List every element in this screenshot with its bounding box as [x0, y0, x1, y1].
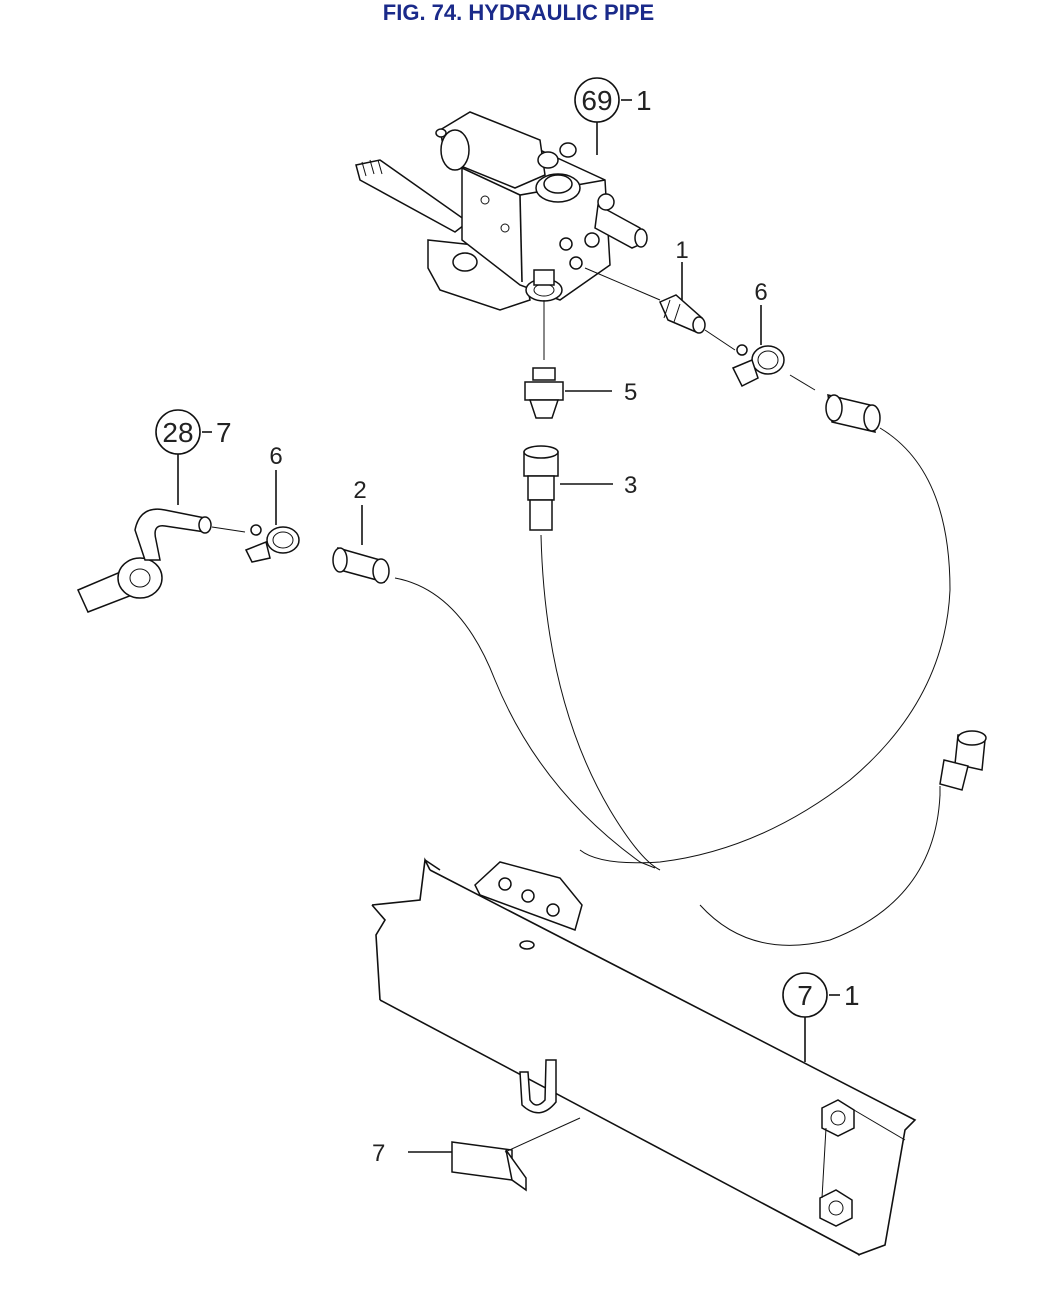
part-2-hose-sleeve: 2: [332, 477, 390, 584]
hose-end-right: [939, 730, 987, 796]
frame-panel: [371, 857, 917, 1256]
label-part-1: 1: [675, 237, 688, 264]
label-part-6-upper: 6: [754, 279, 767, 306]
ref-28-number: 28: [162, 417, 193, 448]
ref-69-suffix: 1: [636, 85, 652, 116]
label-part-3: 3: [624, 472, 637, 499]
figure-title: FIG. 74. HYDRAULIC PIPE: [382, 0, 655, 25]
part-7-clip: 7: [372, 1117, 581, 1192]
part-3-hose-end: 3: [523, 445, 637, 531]
label-part-7: 7: [372, 1140, 385, 1167]
part-1-nipple: 1: [584, 237, 706, 334]
label-part-5: 5: [624, 379, 637, 406]
ref-callout-69: 69 1: [574, 77, 652, 155]
label-part-2: 2: [353, 477, 366, 504]
hose-lines: [394, 427, 951, 946]
ref-7-number: 7: [797, 980, 813, 1011]
ref-69-number: 69: [581, 85, 612, 116]
control-valve: [355, 111, 648, 311]
ref-callout-7: 7 1: [782, 972, 860, 1062]
part-6-hose-clamp-lower: 6: [211, 443, 300, 563]
part-6-hose-clamp-upper: 6: [704, 279, 816, 391]
hose-sleeve-upper-right: [825, 394, 881, 433]
ref-callout-28: 28 7: [155, 409, 232, 505]
ref-28-suffix: 7: [216, 417, 232, 448]
ref-7-suffix: 1: [844, 980, 860, 1011]
elbow-pipe-assembly: [76, 508, 212, 613]
part-5-fitting: 5: [524, 300, 637, 419]
label-part-6-lower: 6: [269, 443, 282, 470]
